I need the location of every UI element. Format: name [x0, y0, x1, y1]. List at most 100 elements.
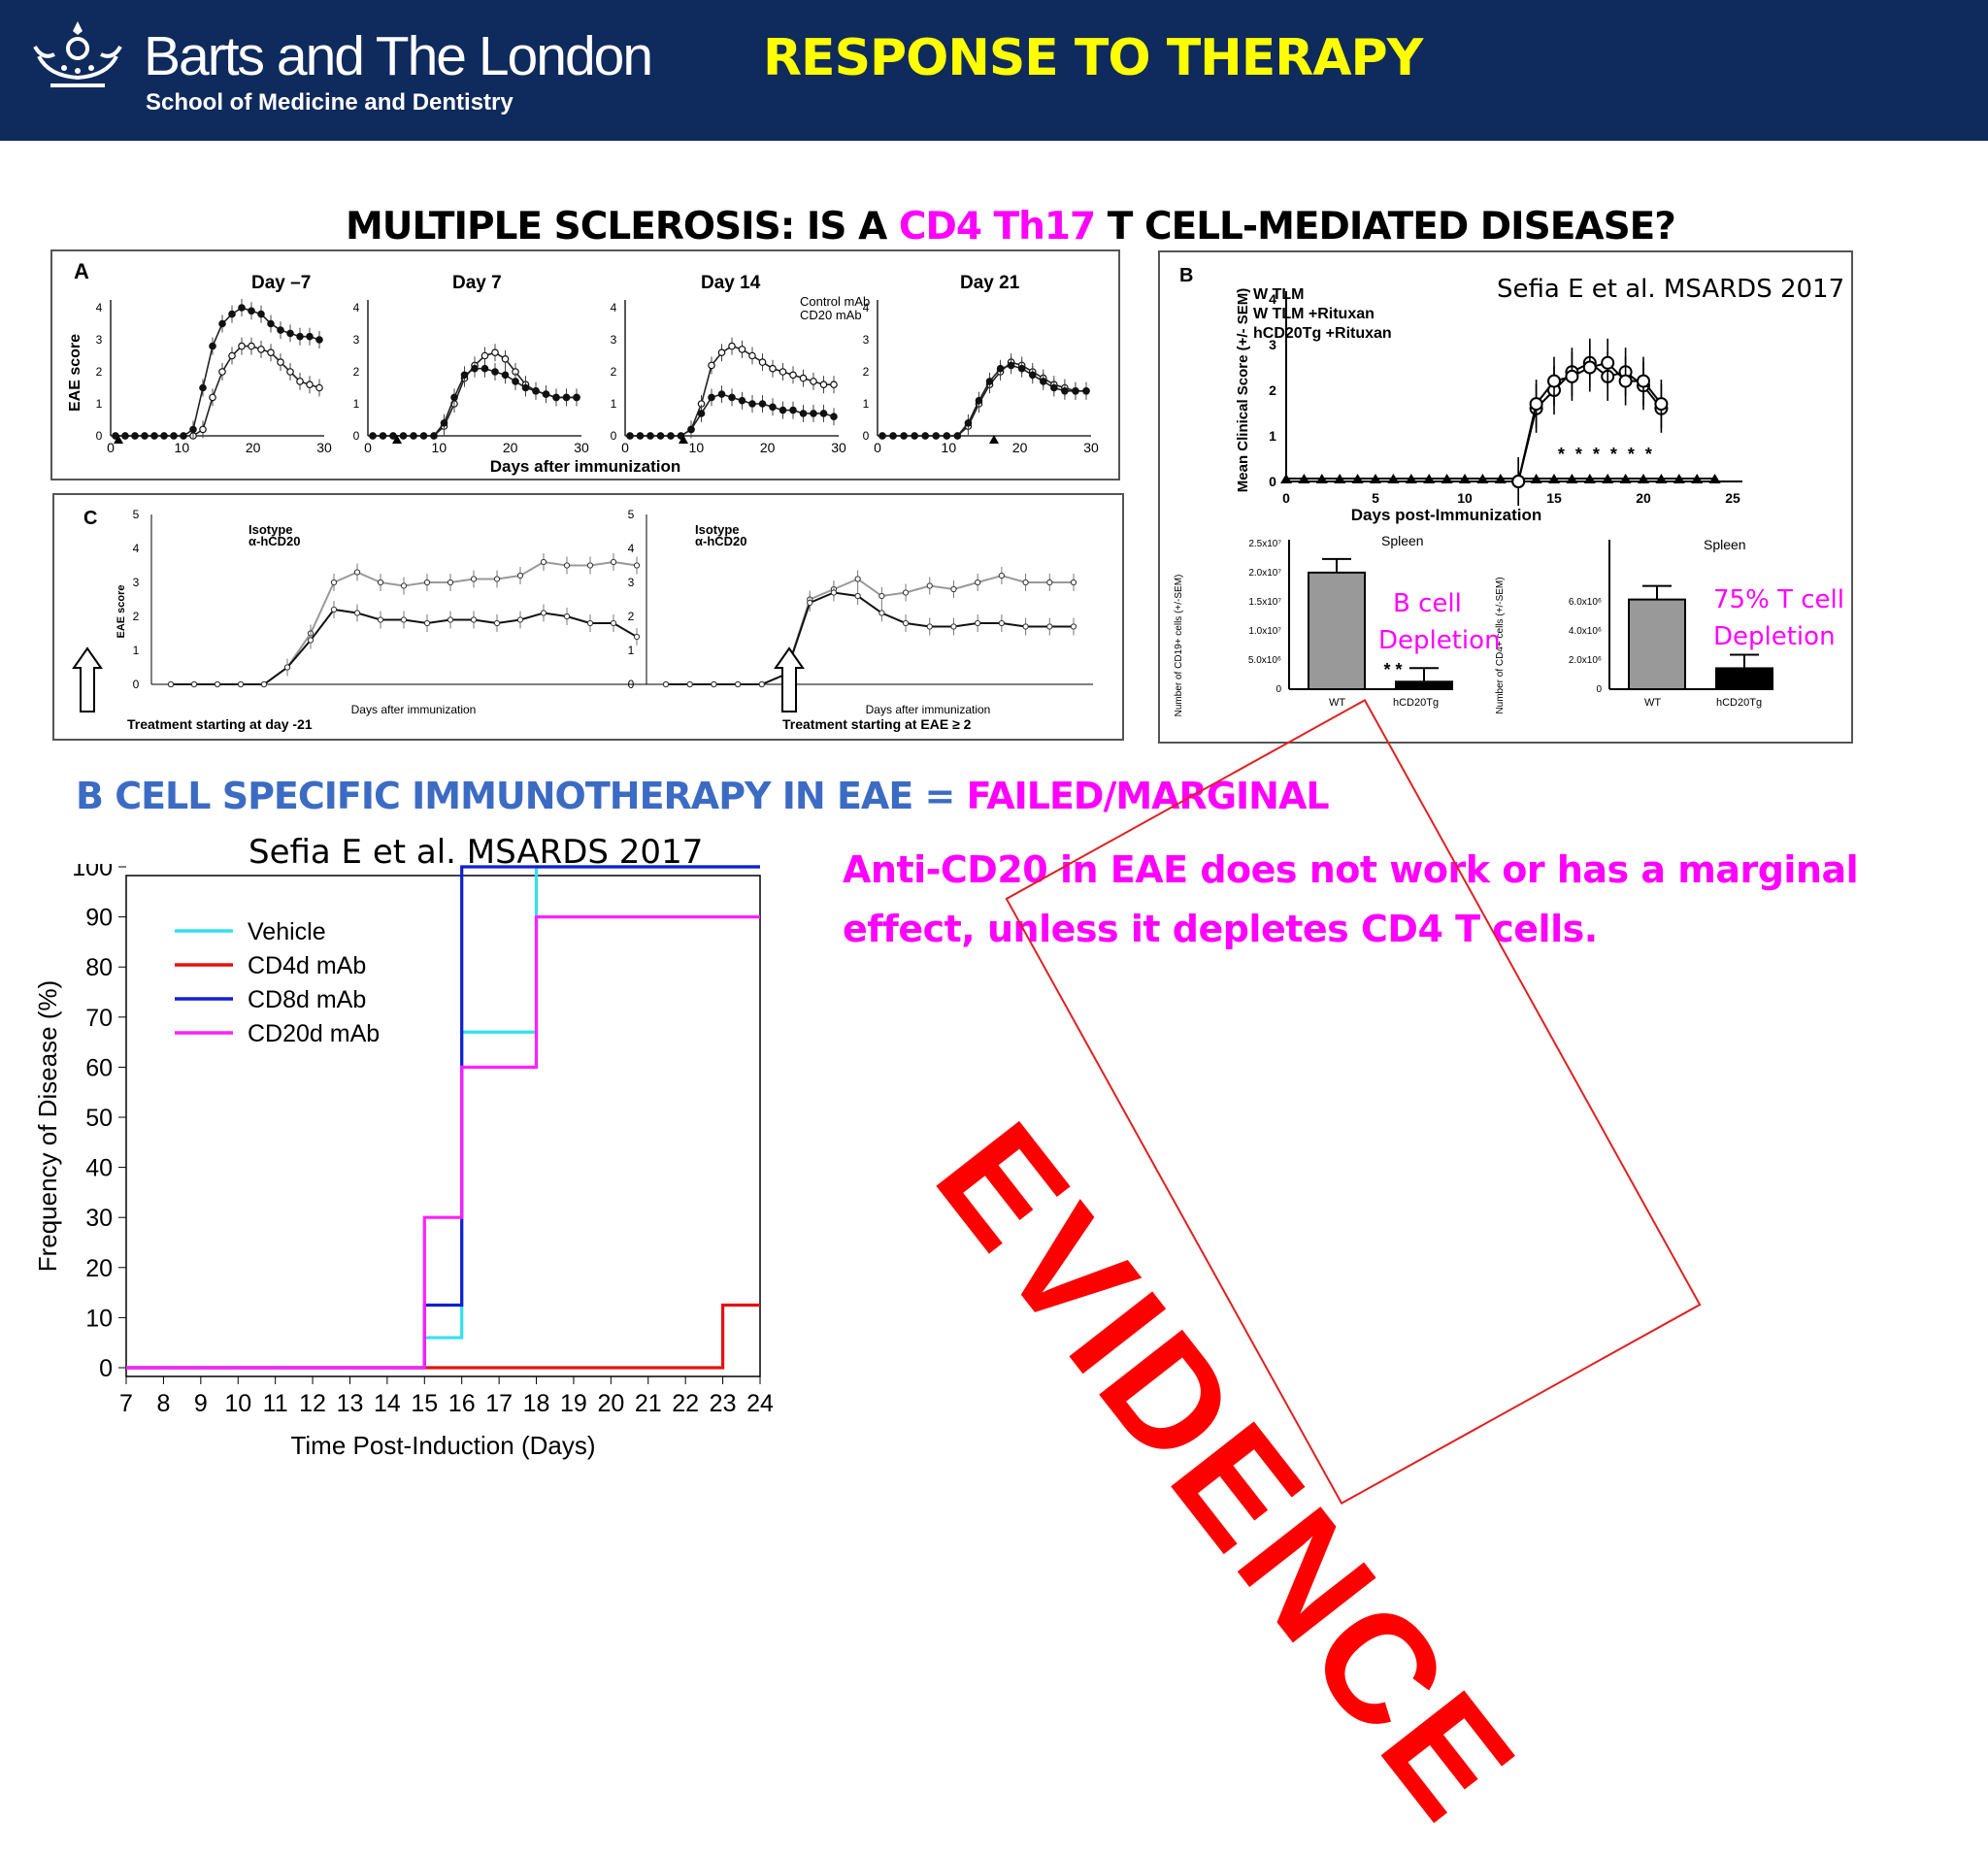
panel-a-point — [1082, 387, 1090, 395]
panel-c-point — [1070, 623, 1077, 630]
slide-title: RESPONSE TO THERAPY — [763, 29, 1423, 87]
axis-tick-label: 1 — [863, 397, 870, 411]
panel-a-point — [228, 351, 236, 360]
panel-c-point — [975, 619, 981, 627]
panel-a-point — [389, 432, 397, 440]
panel-c-series — [666, 574, 1074, 685]
axis-tick-label: * * — [1383, 660, 1402, 679]
axis-tick-label: 20 — [1636, 490, 1651, 506]
panel-c-point — [540, 610, 547, 616]
panel-a-point — [410, 432, 417, 440]
b-cell-note-1: B cell — [1393, 589, 1462, 618]
x-tick-label: 22 — [672, 1390, 699, 1417]
axis-tick-label: 3 — [611, 333, 617, 347]
axis-tick-label: 20 — [1012, 440, 1028, 455]
panel-a-point — [738, 396, 746, 405]
bar-tick-label: 5.0x10⁶ — [1248, 655, 1281, 666]
axis-tick-label: 4 — [1269, 291, 1276, 307]
axis-tick-label: 5 — [1372, 490, 1379, 506]
panel-a-title-4: Day 21 — [960, 273, 1020, 293]
x-tick-label: 12 — [299, 1390, 326, 1417]
panel-a-point — [532, 387, 540, 395]
panel-a-point — [521, 383, 530, 392]
panel-c-point — [926, 582, 933, 589]
bar-tick-label: 2.5x10⁷ — [1248, 539, 1281, 549]
panel-a-point — [911, 432, 918, 440]
panel-b-point — [1547, 374, 1561, 388]
panel-c-point — [830, 589, 838, 596]
panel-a-point — [218, 368, 226, 376]
panel-a-point — [228, 310, 236, 318]
panel-a-point — [830, 413, 838, 421]
panel-b-bar-right-y-label: Number of CD4+ cells (+/-SEM) — [1495, 577, 1506, 713]
panel-c-point — [686, 680, 693, 688]
axis-tick-label: 0 — [353, 429, 360, 443]
panel-c-point — [516, 572, 524, 580]
panel-c-point — [633, 562, 641, 569]
panel-a-point — [728, 393, 736, 402]
panel-a-figure: A Day –7 Day 7 Day 14 Day 21 EAE score D… — [67, 259, 1099, 476]
legend-label: CD8d mAb — [248, 986, 366, 1013]
y-tick-label: 60 — [85, 1054, 113, 1081]
panel-a-point — [636, 432, 645, 440]
panel-a-point — [789, 406, 797, 414]
panel-a-point — [697, 410, 706, 417]
panel-a-point — [501, 371, 510, 380]
institution-name: Barts and The London — [144, 25, 653, 87]
x-tick-label: 11 — [263, 1390, 288, 1417]
axis-tick-label: 2 — [1269, 382, 1276, 398]
panel-a-point — [708, 361, 715, 370]
claim-line-2: effect, unless it depletes CD4 T cells. — [843, 908, 1598, 950]
panel-c-point — [516, 616, 524, 623]
panel-a-point — [819, 410, 828, 417]
panel-a-point — [286, 329, 294, 338]
panel-c-point — [190, 680, 198, 688]
panel-a-point — [769, 403, 777, 412]
panel-a-point — [1061, 387, 1069, 395]
axis-tick-label: * — [1558, 445, 1565, 464]
legend-label: Vehicle — [248, 918, 326, 945]
panel-c-point — [902, 589, 910, 596]
x-tick-label: 7 — [119, 1390, 133, 1417]
axis-tick-label: 1 — [96, 397, 103, 411]
panel-c-point — [758, 680, 765, 688]
panel-a-point — [218, 319, 226, 328]
panel-a-letter: A — [74, 259, 89, 283]
panel-c-letter: C — [83, 508, 97, 529]
panel-c-point — [563, 562, 571, 569]
axis-tick-label: 0 — [874, 440, 881, 455]
panel-a-point — [799, 410, 808, 417]
panel-a-point — [830, 381, 838, 389]
axis-tick-label: 30 — [316, 440, 332, 455]
y-tick-label: 20 — [85, 1255, 113, 1282]
section-prefix: B CELL SPECIFIC IMMUNOTHERAPY IN EAE = — [76, 775, 967, 817]
axis-tick-label: 1 — [1269, 428, 1276, 444]
panel-c-point — [878, 592, 885, 600]
panel-c-point — [902, 619, 910, 627]
axis-tick-label: 10 — [175, 440, 190, 455]
panel-a-point — [460, 371, 469, 380]
panel-c-point — [610, 558, 617, 566]
panel-c-point — [540, 558, 547, 566]
axis-tick-label: 3 — [133, 576, 140, 589]
panel-a-title-2: Day 7 — [452, 273, 502, 293]
panel-c-point — [447, 616, 454, 623]
panel-a-point — [738, 346, 746, 353]
panel-a-point — [430, 432, 438, 440]
x-tick-label: 17 — [485, 1390, 513, 1417]
panel-a-title-3: Day 14 — [701, 273, 761, 293]
panel-a-arrow-marker — [989, 435, 999, 444]
axis-tick-label: 0 — [621, 440, 629, 455]
panel-b-bar-cat-1: WT — [1329, 697, 1345, 709]
panel-c-point — [447, 579, 454, 586]
x-tick-label: 15 — [411, 1390, 438, 1417]
panel-a-point — [277, 326, 284, 334]
x-tick-label: 19 — [560, 1390, 587, 1417]
panel-c-point — [1046, 579, 1053, 586]
chart-title: Sefia E et al. MSARDS 2017 — [248, 833, 704, 872]
panel-a-title-1: Day –7 — [251, 273, 311, 293]
panel-a-point — [170, 432, 178, 440]
panel-a-point — [900, 432, 908, 440]
panel-c-point — [330, 579, 338, 586]
panel-b-point — [1618, 374, 1633, 388]
